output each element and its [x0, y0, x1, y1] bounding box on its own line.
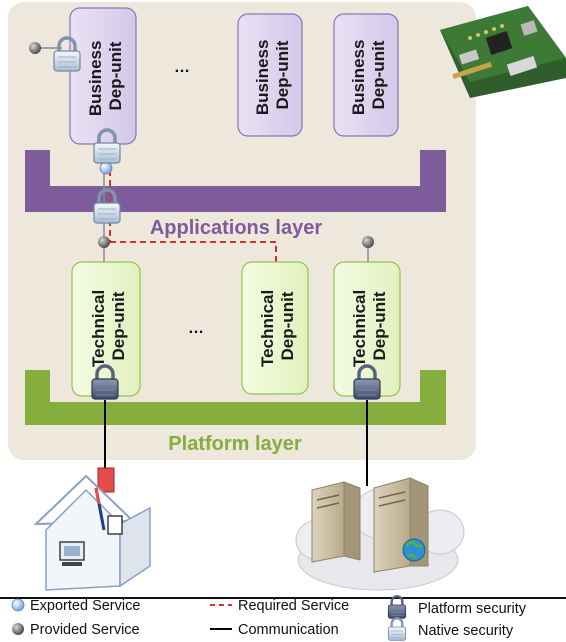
unit-label-line2: Dep-unit: [109, 291, 128, 360]
provided-service-icon: [12, 623, 24, 635]
platform-layer-label: Platform layer: [168, 433, 302, 455]
unit-label-line1: Business: [349, 40, 368, 116]
business-dep-unit: Business Dep-unit: [333, 13, 399, 137]
legend-platform-security: Platform security: [418, 601, 527, 617]
applications-layer-bar: [25, 150, 446, 212]
unit-label-line2: Dep-unit: [273, 40, 292, 109]
legend-communication: Communication: [238, 622, 339, 638]
server-cloud-icon: [295, 477, 465, 591]
technical-dep-unit: Technical Dep-unit: [241, 261, 309, 395]
exported-service-icon: [11, 598, 25, 612]
unit-label-line1: Technical: [350, 290, 369, 367]
unit-label-line2: Dep-unit: [106, 41, 125, 110]
legend-exported-service: Exported Service: [30, 598, 140, 614]
smart-home-icon: [33, 467, 151, 591]
legend-native-security: Native security: [418, 623, 514, 639]
provided-service-icon: [362, 236, 374, 248]
applications-layer-label: Applications layer: [150, 217, 322, 239]
provided-service-icon: [29, 42, 41, 54]
business-dep-unit: Business Dep-unit: [237, 13, 303, 137]
legend: Exported Service Provided Service Requir…: [11, 595, 527, 642]
unit-label-line1: Business: [253, 40, 272, 116]
svg-text:Business Dep-unit: Business Dep-unit: [349, 35, 388, 115]
platform-security-lock-icon: [387, 595, 407, 620]
native-security-lock-icon: [387, 617, 407, 642]
exported-service-icon: [99, 161, 113, 175]
business-dep-unit: Business Dep-unit: [69, 7, 137, 145]
unit-label-line1: Business: [86, 41, 105, 117]
svg-text:Business Dep-unit: Business Dep-unit: [253, 35, 292, 115]
technical-dep-unit: Technical Dep-unit: [333, 261, 401, 397]
platform-layer-bar: [25, 370, 446, 425]
svg-text:Business Dep-unit: Business Dep-unit: [86, 36, 125, 116]
technical-dep-unit: Technical Dep-unit: [71, 261, 141, 397]
legend-required-service: Required Service: [238, 598, 349, 614]
legend-provided-service: Provided Service: [30, 622, 140, 638]
unit-label-line2: Dep-unit: [369, 40, 388, 109]
unit-label-line2: Dep-unit: [278, 291, 297, 360]
provided-service-icon: [98, 236, 110, 248]
unit-label-line2: Dep-unit: [370, 291, 389, 360]
svg-text:Technical Dep-unit: Technical Dep-unit: [350, 285, 389, 367]
technical-units-ellipsis: …: [188, 320, 204, 337]
svg-text:Technical Dep-unit: Technical Dep-unit: [89, 285, 128, 367]
svg-text:Technical Dep-unit: Technical Dep-unit: [258, 285, 297, 367]
business-units-ellipsis: …: [174, 59, 190, 76]
hardware-board-image: [440, 6, 566, 98]
required-service-line: [110, 241, 277, 262]
unit-label-line1: Technical: [89, 290, 108, 367]
unit-label-line1: Technical: [258, 290, 277, 367]
